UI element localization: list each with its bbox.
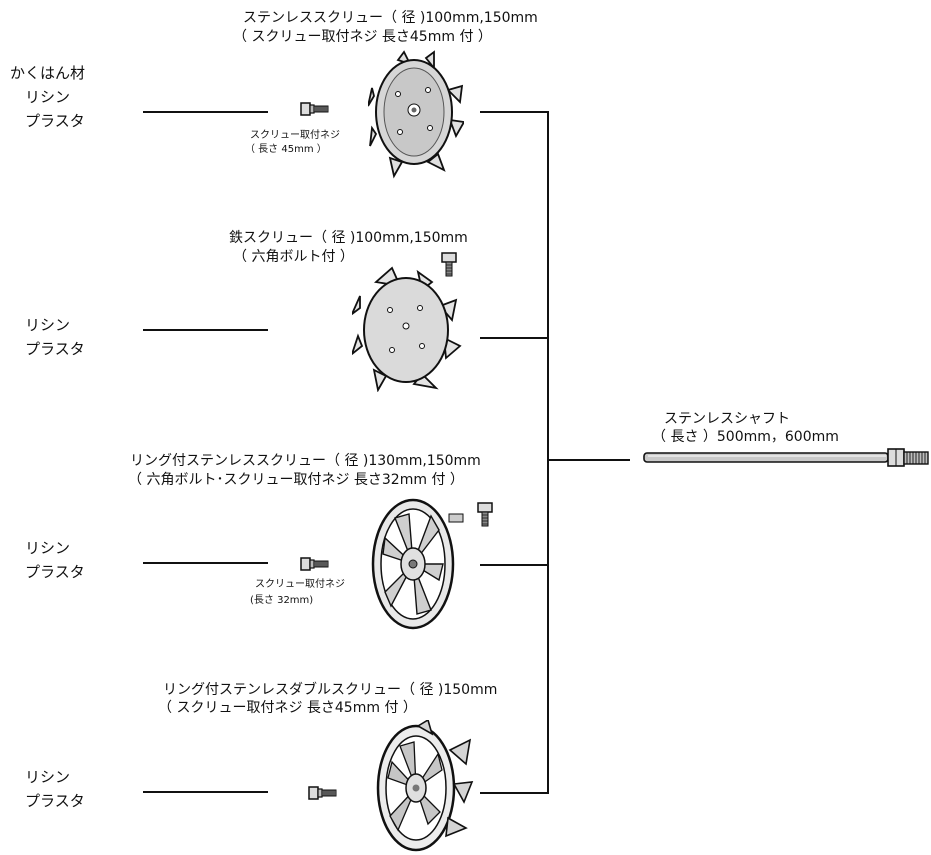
- ring-stainless-double-screw-icon: [376, 720, 474, 852]
- shaft-subtitle: （ 長さ ）500mm，600mm: [652, 429, 839, 445]
- material-label-row3-line1: リシン: [25, 539, 71, 557]
- screw1-fastener-caption-1: スクリュー取付ネジ: [250, 130, 340, 141]
- stirrer-header: かくはん材: [10, 64, 86, 82]
- screw1-mount-bolt-icon: [300, 102, 329, 116]
- screw1-fastener-caption-2: （ 長さ 45mm ）: [245, 144, 327, 155]
- screw3-subtitle: （ 六角ボルト･スクリュー取付ネジ 長さ32mm 付 ）: [128, 472, 464, 488]
- screw2-hex-bolt-icon: [441, 252, 457, 277]
- material-label-row4-line2: プラスタ: [25, 792, 85, 810]
- material-label-row2-line1: リシン: [25, 316, 71, 334]
- stainless-shaft-icon: [643, 448, 929, 467]
- ring-stainless-screw-icon: [371, 498, 464, 630]
- screw3-fastener-caption-2: (長さ 32mm): [250, 595, 314, 606]
- screw4-mount-bolt-icon: [308, 786, 337, 800]
- screw2-title: 鉄スクリュー（ 径 )100mm,150mm: [229, 230, 468, 246]
- screw4-subtitle: （ スクリュー取付ネジ 長さ45mm 付 ）: [158, 700, 417, 716]
- screw1-title: ステンレススクリュー（ 径 )100mm,150mm: [243, 10, 538, 26]
- material-label-row2-line2: プラスタ: [25, 340, 85, 358]
- material-label-row1-line2: プラスタ: [25, 112, 85, 130]
- material-label-row1-line1: リシン: [25, 88, 71, 106]
- stainless-screw-icon: [368, 50, 464, 179]
- screw3-mount-bolt-icon: [300, 557, 329, 571]
- shaft-title: ステンレスシャフト: [664, 411, 790, 427]
- screw3-title: リング付ステンレススクリュー（ 径 )130mm,150mm: [130, 453, 481, 469]
- material-label-row3-line2: プラスタ: [25, 563, 85, 581]
- screw3-hex-bolt-icon: [477, 502, 493, 527]
- screw1-subtitle: （ スクリュー取付ネジ 長さ45mm 付 ）: [233, 29, 492, 45]
- iron-screw-icon: [352, 266, 462, 392]
- screw2-subtitle: （ 六角ボルト付 ）: [233, 249, 354, 265]
- screw4-title: リング付ステンレスダブルスクリュー（ 径 )150mm: [163, 682, 498, 698]
- material-label-row4-line1: リシン: [25, 768, 71, 786]
- screw3-fastener-caption-1: スクリュー取付ネジ: [255, 579, 345, 590]
